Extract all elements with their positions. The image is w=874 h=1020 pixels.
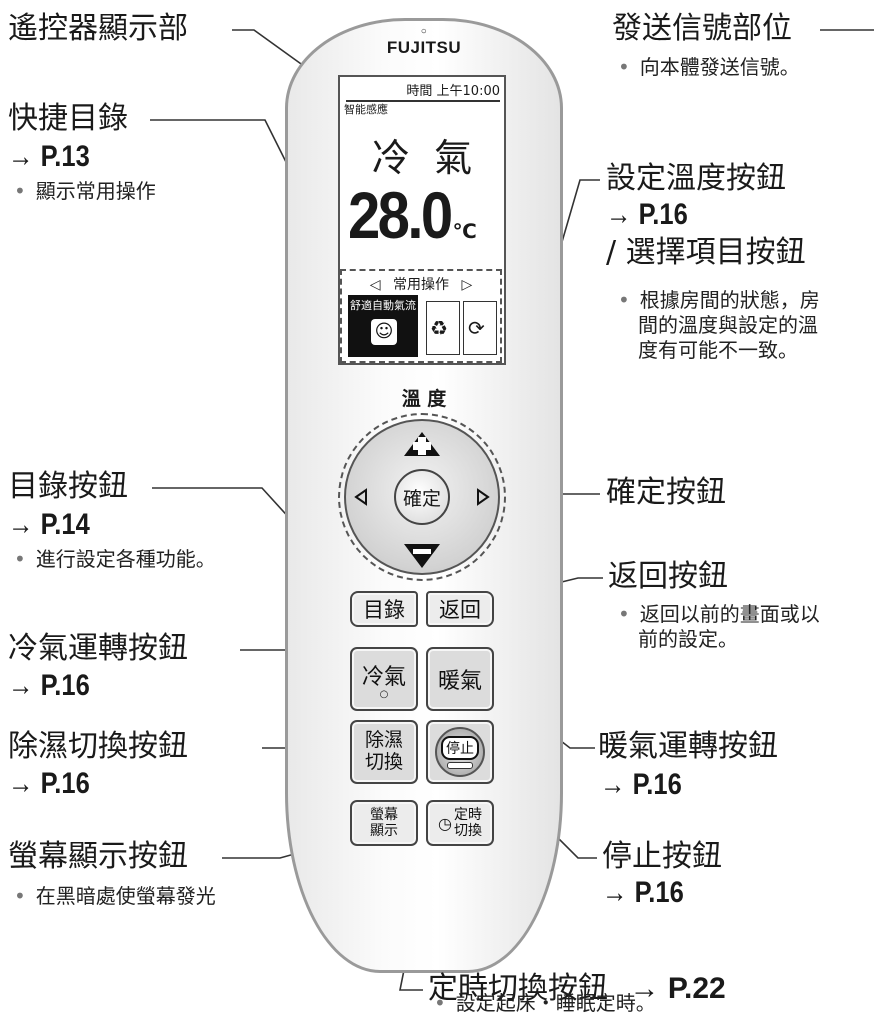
remote-screen: 時間 上午10:00 智能感應 冷 氣 28.0℃ ◁ 常用操作 ▷ 舒適自動氣… xyxy=(338,75,506,365)
callout-back-button-title: 返回按鈕 xyxy=(608,559,728,594)
stop-button[interactable]: 停止 xyxy=(426,720,494,784)
cool-button[interactable]: 冷氣 ○ xyxy=(350,647,418,711)
rotate-icon: ⟳ xyxy=(468,316,485,340)
callout-temp-set-title: 設定溫度按鈕 xyxy=(606,161,786,196)
callout-heat-button-ref[interactable]: → P.16 xyxy=(600,768,682,801)
callout-temp-set-note: •根據房間的狀態，房 間的溫度與設定的溫 度有可能不一致。 xyxy=(618,288,820,362)
callout-display-section: 遙控器顯示部 xyxy=(8,11,188,46)
pad-left-icon[interactable] xyxy=(354,488,367,506)
stop-led-icon xyxy=(447,761,473,769)
callout-enter-button-title: 確定按鈕 xyxy=(606,475,726,510)
callout-timer-button-note: •設定起床・睡眠定時。 xyxy=(434,991,656,1015)
quick-item-comfort: 舒適自動氣流 ☺ xyxy=(348,295,418,357)
callout-display-button-title: 螢幕顯示按鈕 xyxy=(8,839,188,874)
left-arrow-icon: ◁ xyxy=(369,277,381,293)
timer-button[interactable]: ◷ 定時切換 xyxy=(426,800,494,846)
heat-button[interactable]: 暖氣 xyxy=(426,647,494,711)
quick-menu-header: ◁ 常用操作 ▷ xyxy=(369,277,473,293)
callout-select-item-title: / 選擇項目按鈕 xyxy=(606,235,806,270)
display-button[interactable]: 螢幕顯示 xyxy=(350,800,418,846)
callout-stop-button-ref[interactable]: → P.16 xyxy=(602,876,684,909)
temp-up-button[interactable] xyxy=(404,432,440,456)
callout-quick-menu-title: 快捷目錄 xyxy=(8,101,128,136)
menu-button[interactable]: 目錄 xyxy=(350,591,418,627)
quick-item-3: ⟳ xyxy=(463,301,497,355)
screen-mode: 冷 氣 xyxy=(371,136,473,180)
chair-icon: ♻ xyxy=(430,316,448,340)
stop-button-face: 停止 xyxy=(435,727,485,777)
temp-label: 溫 度 xyxy=(401,388,447,410)
callout-dry-button-title: 除濕切換按鈕 xyxy=(8,729,188,764)
clock-icon: ◷ xyxy=(438,813,452,833)
temp-pad-outline xyxy=(338,413,506,581)
callout-transmitter-note: •向本體發送信號。 xyxy=(618,55,800,79)
callout-transmitter-title: 發送信號部位 xyxy=(612,11,792,46)
callout-timer-button-title: 定時切換按鈕 → P.22 xyxy=(428,971,726,1006)
screen-smart-sensor: 智能感應 xyxy=(344,103,388,116)
callout-cool-button-ref[interactable]: → P.16 xyxy=(8,669,90,702)
callout-dry-button-ref[interactable]: → P.16 xyxy=(8,767,90,800)
person-icon: ☺ xyxy=(371,319,397,345)
callout-heat-button-title: 暖氣運轉按鈕 xyxy=(598,729,778,764)
callout-display-button-note: •在黑暗處使螢幕發光 xyxy=(14,884,216,908)
right-arrow-icon: ▷ xyxy=(461,277,473,293)
callout-quick-menu-ref[interactable]: → P.13 xyxy=(8,140,90,173)
cool-indicator-icon: ○ xyxy=(379,689,389,700)
callout-cool-button-title: 冷氣運轉按鈕 xyxy=(8,631,188,666)
brand-logo: ○ FUJITSU xyxy=(386,26,462,57)
callout-menu-button-ref[interactable]: → P.14 xyxy=(8,508,90,541)
enter-button[interactable]: 確定 xyxy=(394,469,450,525)
callout-menu-button-note: •進行設定各種功能。 xyxy=(14,547,216,571)
callout-menu-button-title: 目錄按鈕 xyxy=(8,469,128,504)
callout-temp-set-ref[interactable]: → P.16 xyxy=(606,198,688,231)
screen-temperature: 28.0℃ xyxy=(348,178,477,252)
temp-down-button[interactable] xyxy=(404,544,440,568)
pad-right-icon[interactable] xyxy=(477,488,490,506)
callout-stop-button-title: 停止按鈕 xyxy=(602,839,722,874)
callout-timer-button-ref[interactable]: → P.22 xyxy=(629,972,726,1005)
dry-button[interactable]: 除濕切換 xyxy=(350,720,418,784)
callout-quick-menu-note: •顯示常用操作 xyxy=(14,179,156,203)
callout-back-button-note: •返回以前的畫面或以 前的設定。 xyxy=(618,602,820,651)
screen-time: 時間 上午10:00 xyxy=(346,80,500,102)
quick-menu-area: ◁ 常用操作 ▷ 舒適自動氣流 ☺ ♻ ⟳ xyxy=(340,269,502,363)
quick-item-2: ♻ xyxy=(426,301,460,355)
back-button[interactable]: 返回 xyxy=(426,591,494,627)
